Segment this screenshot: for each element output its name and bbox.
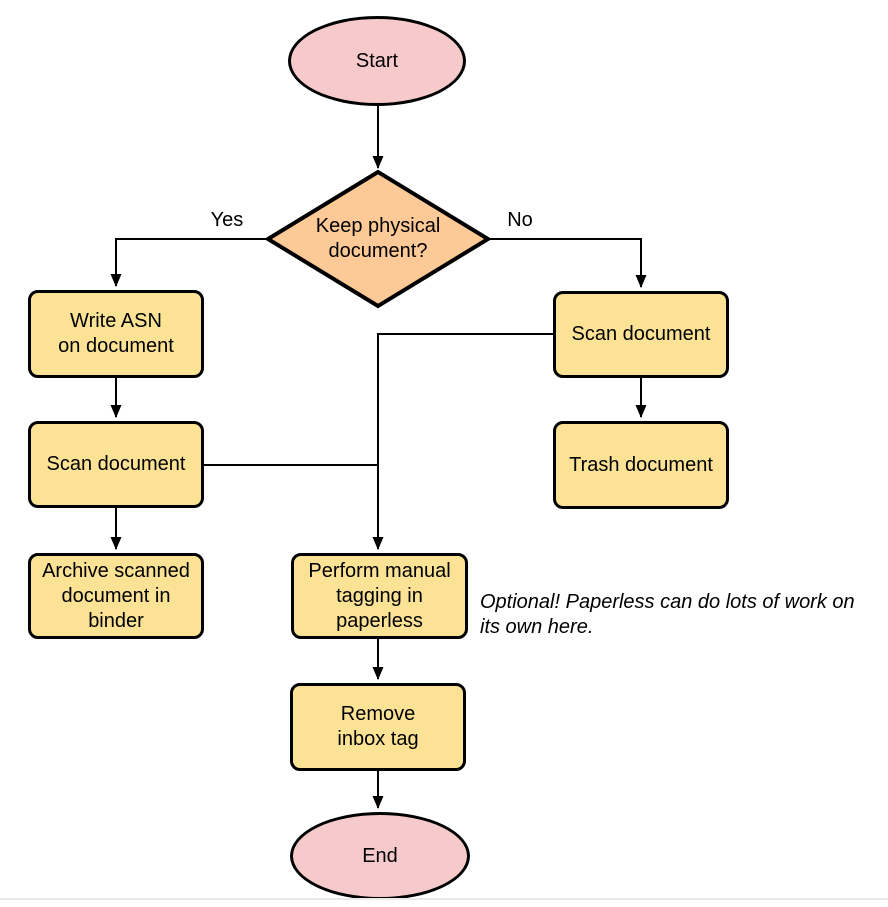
scan-document-right-box: Scan document [553,291,729,378]
scan-document-right-label: Scan document [571,323,711,345]
manual-tagging-label: Perform manual tagging in paperless [308,559,451,632]
archive-binder-label: Archive scanned document in binder [42,559,190,632]
no-edge-label: No [507,209,533,231]
trash-document-label: Trash document [569,453,713,476]
scan-document-left-label: Scan document [46,453,186,475]
write-asn-label: Write ASN on document [58,310,174,357]
edge-scan-right-to-tagging [372,333,553,550]
remove-inbox-tag-label: Remove inbox tag [337,703,419,750]
write-asn-box: Write ASN on document [28,290,204,378]
scan-document-left-box: Scan document [28,421,204,508]
end-terminal: End [290,812,470,900]
end-label: End [362,844,398,867]
archive-binder-box: Archive scanned document in binder [28,553,204,639]
edge-decision-yes-to-write-asn [110,238,268,287]
decision-label: Keep physical document? [315,215,441,262]
bottom-edge-line [0,898,888,900]
manual-tagging-box: Perform manual tagging in paperless [291,553,468,639]
yes-edge-label: Yes [210,209,244,231]
edge-decision-no-to-scan-right [488,238,647,288]
decision-diamond [264,169,492,309]
start-label: Start [355,49,399,72]
annotation-note: Optional! Paperless can do lots of work … [480,591,855,638]
start-terminal: Start [288,16,466,106]
trash-document-box: Trash document [553,421,729,509]
remove-inbox-tag-box: Remove inbox tag [290,683,466,771]
